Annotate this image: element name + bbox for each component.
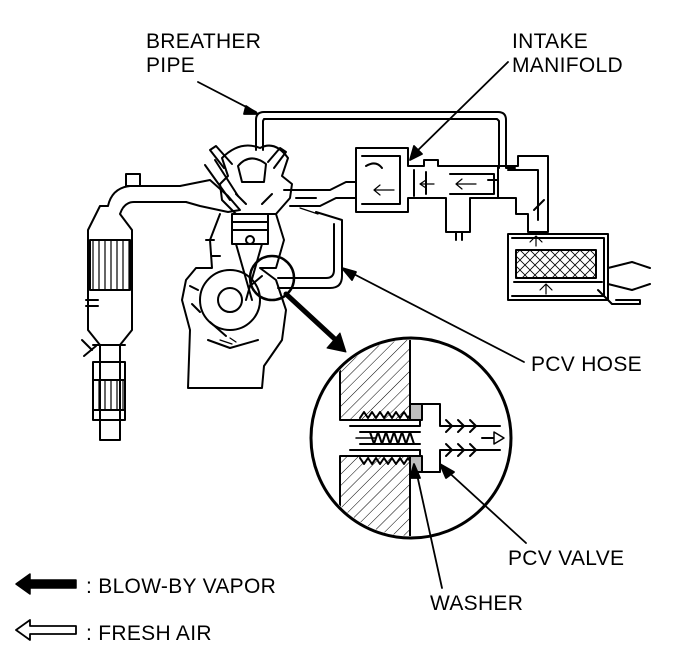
legend-blow-by: : BLOW-BY VAPOR [86, 575, 277, 598]
fresh-air-arrow-icon [15, 619, 77, 641]
label-intake-manifold: INTAKE MANIFOLD [512, 30, 623, 78]
label-intake-line2: MANIFOLD [512, 54, 623, 77]
label-breather-pipe: BREATHER PIPE [146, 30, 261, 78]
intake-manifold-body [355, 147, 499, 241]
air-duct [497, 155, 549, 233]
engine-block [181, 213, 287, 389]
legend-fresh-air: : FRESH AIR [86, 622, 212, 645]
label-pcv-valve: PCV VALVE [508, 547, 625, 570]
label-washer: WASHER [430, 592, 524, 615]
label-breather-line1: BREATHER [146, 30, 262, 53]
cylinder-head [209, 144, 293, 215]
legend-arrows [15, 573, 77, 641]
label-intake-line1: INTAKE [512, 30, 589, 53]
pcv-valve-detail [309, 336, 513, 540]
leader-lines [197, 61, 527, 589]
label-breather-line2: PIPE [146, 54, 196, 77]
label-pcv-hose: PCV HOSE [531, 353, 642, 376]
intake-runner [283, 181, 357, 207]
air-cleaner [507, 233, 651, 305]
blow-by-arrow-icon [15, 573, 77, 595]
exhaust-manifold [179, 159, 241, 213]
catalytic-converter [81, 173, 187, 441]
pcv-hose [277, 211, 343, 289]
breather-pipe [255, 111, 516, 169]
detail-marker [248, 254, 296, 302]
